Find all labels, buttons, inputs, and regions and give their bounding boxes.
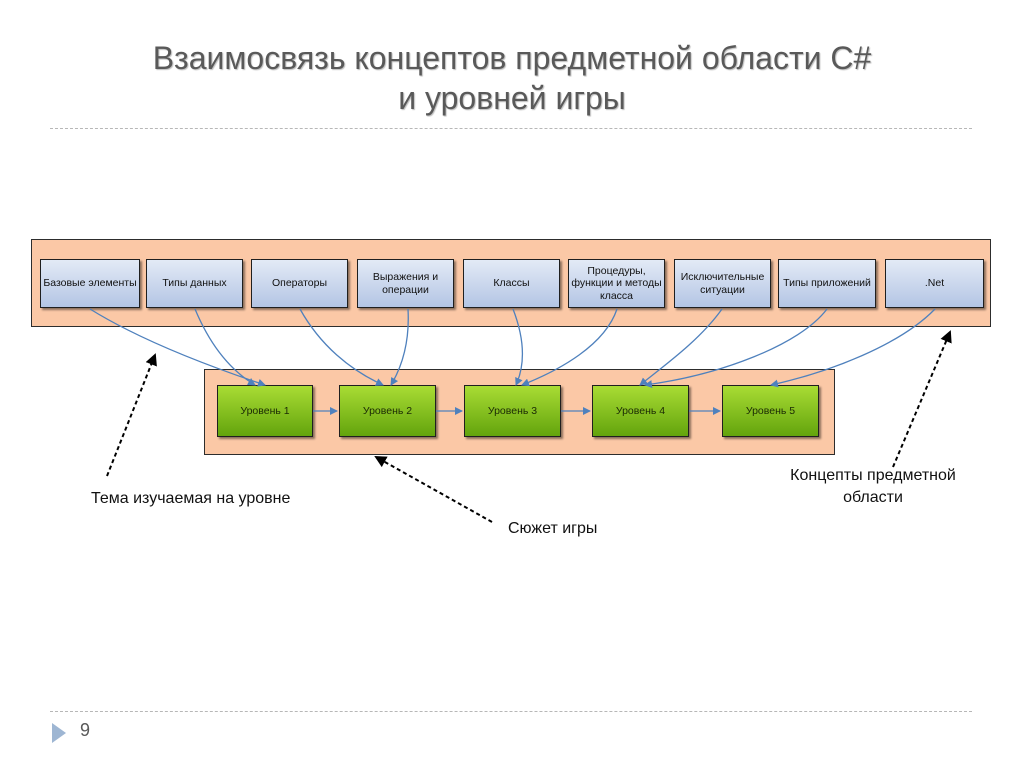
concept-box-app-types: Типы приложений	[778, 259, 876, 308]
connector-procedures-to-level-3	[521, 308, 618, 387]
callout-arrow-concepts	[892, 330, 952, 468]
annotation-plot: Сюжет игры	[508, 520, 598, 537]
annotation-concepts: Концепты предметной области	[790, 467, 956, 506]
title-line-1: Взаимосвязь концептов предметной области…	[152, 40, 872, 76]
concept-box-expressions: Выражения и операции	[357, 259, 454, 308]
concept-box-exceptions: Исключительные ситуации	[674, 259, 771, 308]
level-box-2: Уровень 2	[339, 385, 436, 437]
connector-types-to-level-1	[194, 308, 256, 386]
concept-box-data-types: Типы данных	[146, 259, 243, 308]
connector-exceptions-to-level-4	[639, 308, 723, 386]
title-divider	[50, 128, 972, 129]
concept-box-procedures: Процедуры, функции и методы класса	[568, 259, 665, 308]
title-line-2: и уровней игры	[398, 80, 626, 116]
callout-arrow-topic	[106, 353, 157, 477]
connector-expressions-to-level-2	[390, 308, 409, 386]
concept-box-classes: Классы	[463, 259, 560, 308]
triangle-bullet-icon	[52, 723, 66, 743]
level-box-1: Уровень 1	[217, 385, 313, 437]
connector-classes-to-level-3	[512, 308, 524, 386]
annotation-topic: Тема изучаемая на уровне	[91, 490, 291, 507]
level-box-3: Уровень 3	[464, 385, 561, 437]
slide-title: Взаимосвязь концептов предметной области…	[0, 38, 1024, 118]
concept-box-operators: Операторы	[251, 259, 348, 308]
connector-apptypes-to-level-4	[644, 308, 828, 389]
page-number: 9	[80, 720, 91, 740]
connector-operators-to-level-2	[299, 308, 384, 386]
concept-box-basic-elements: Базовые элементы	[40, 259, 140, 308]
connector-dotnet-to-level-5	[770, 308, 936, 388]
footer-divider	[50, 711, 972, 712]
level-box-4: Уровень 4	[592, 385, 689, 437]
concept-box-dotnet: .Net	[885, 259, 984, 308]
callout-arrow-plot	[374, 456, 493, 523]
